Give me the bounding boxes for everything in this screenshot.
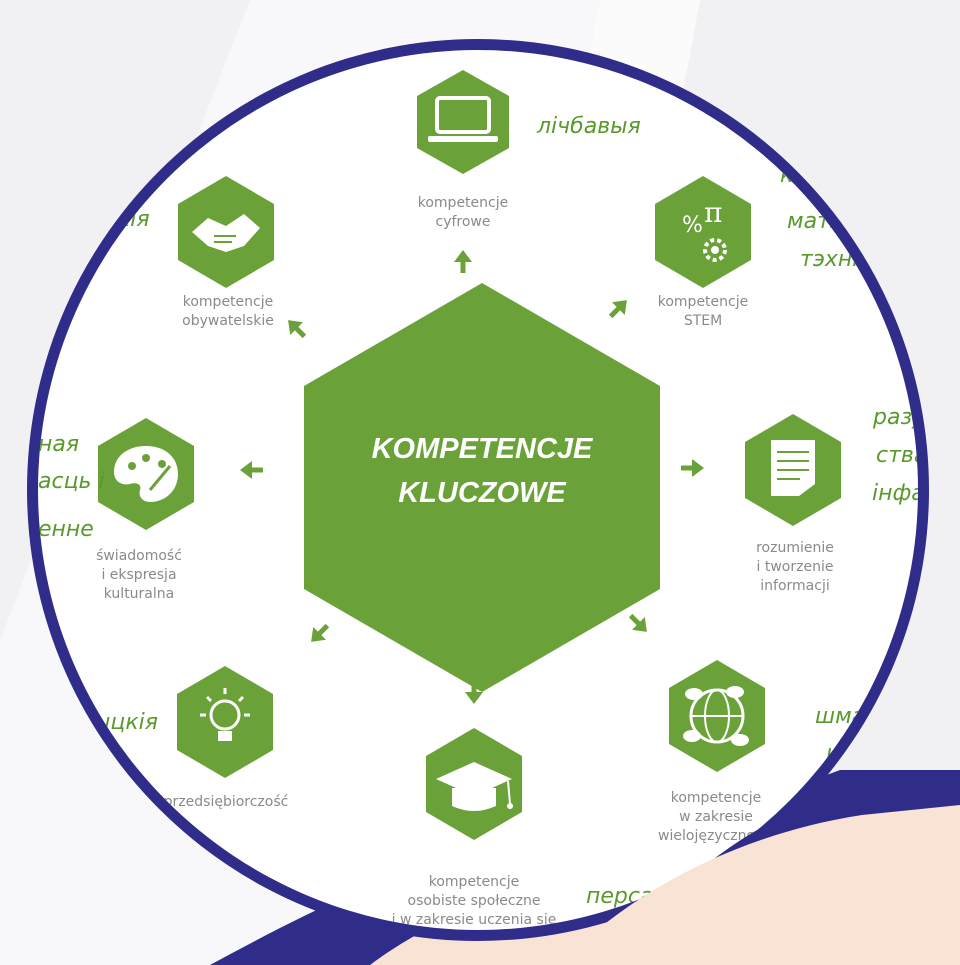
svg-text:π: π <box>704 196 722 229</box>
node-digital: лічбавыя kompetencje cyfrowe <box>417 70 641 230</box>
pl-label-personal-2: osobiste społeczne <box>408 893 541 909</box>
by-label-information-2: ства <box>876 443 927 468</box>
laptop-icon <box>428 96 498 142</box>
by-label-culture-3: енне <box>38 517 94 542</box>
globe-speech-icon <box>683 686 749 746</box>
pl-label-languages-1: kompetencje <box>671 790 762 806</box>
arrow-left <box>240 461 263 479</box>
by-label-information-1: разуі <box>872 405 931 430</box>
arrow-down-left <box>311 623 330 642</box>
node-information: разуі ства інфар rozumienie i tworzenie … <box>745 405 939 594</box>
pl-label-information-3: informacji <box>760 578 829 594</box>
hexagon-entrepreneurship <box>177 666 273 778</box>
pl-label-information-2: i tworzenie <box>757 559 834 575</box>
center-title-line2: KLUCZOWE <box>398 477 567 509</box>
center-title-line1: KOMPETENCJE <box>372 433 594 465</box>
pl-label-personal-1: kompetencje <box>429 874 520 890</box>
arrow-up <box>454 250 472 273</box>
pi-gear-icon: % π <box>682 196 727 262</box>
arrow-down <box>465 681 483 704</box>
node-culture: ная асць і енне świadomość i ekspresja k… <box>38 418 194 602</box>
lightbulb-icon <box>200 688 250 741</box>
pl-label-digital-1: kompetencje <box>418 195 509 211</box>
center-hexagon <box>304 283 660 692</box>
peach-overlap <box>560 805 960 965</box>
pl-label-languages-2: w zakresie <box>679 809 753 825</box>
pl-label-culture-3: kulturalna <box>104 586 174 602</box>
handshake-icon <box>192 214 260 252</box>
node-languages: шмат кам kompetencje w zakresie wielojęz… <box>658 660 879 844</box>
pl-label-stem-2: STEM <box>684 313 722 329</box>
svg-text:%: % <box>682 213 703 238</box>
pl-label-digital-2: cyfrowe <box>436 214 491 230</box>
pl-label-personal-3: i w zakresie uczenia się <box>392 912 557 928</box>
pl-label-civic-1: kompetencje <box>183 294 274 310</box>
arrow-up-left <box>288 320 307 339</box>
pl-label-culture-2: i ekspresja <box>101 567 176 583</box>
by-label-digital-1: лічбавыя <box>536 114 641 139</box>
by-label-culture-2: асць і <box>38 469 105 494</box>
document-icon <box>771 440 815 496</box>
pl-label-entrepreneurship-1: przedsiębiorczość <box>164 794 289 810</box>
pl-label-culture-1: świadomość <box>96 548 182 564</box>
pl-label-stem-1: kompetencje <box>658 294 749 310</box>
graduation-cap-icon <box>436 762 513 811</box>
node-stem: % π кам матэ тэхні (S kompetencje STEM <box>655 163 907 329</box>
by-label-culture-1: ная <box>38 432 79 457</box>
arrow-right <box>681 459 704 477</box>
arrow-down-right <box>628 613 647 632</box>
hexagon-stem <box>655 176 751 288</box>
by-label-information-3: інфар <box>872 481 939 506</box>
pl-label-information-1: rozumienie <box>756 540 834 556</box>
palette-icon <box>114 446 178 502</box>
pl-label-civic-2: obywatelskie <box>182 313 274 329</box>
arrow-up-right <box>608 300 627 319</box>
